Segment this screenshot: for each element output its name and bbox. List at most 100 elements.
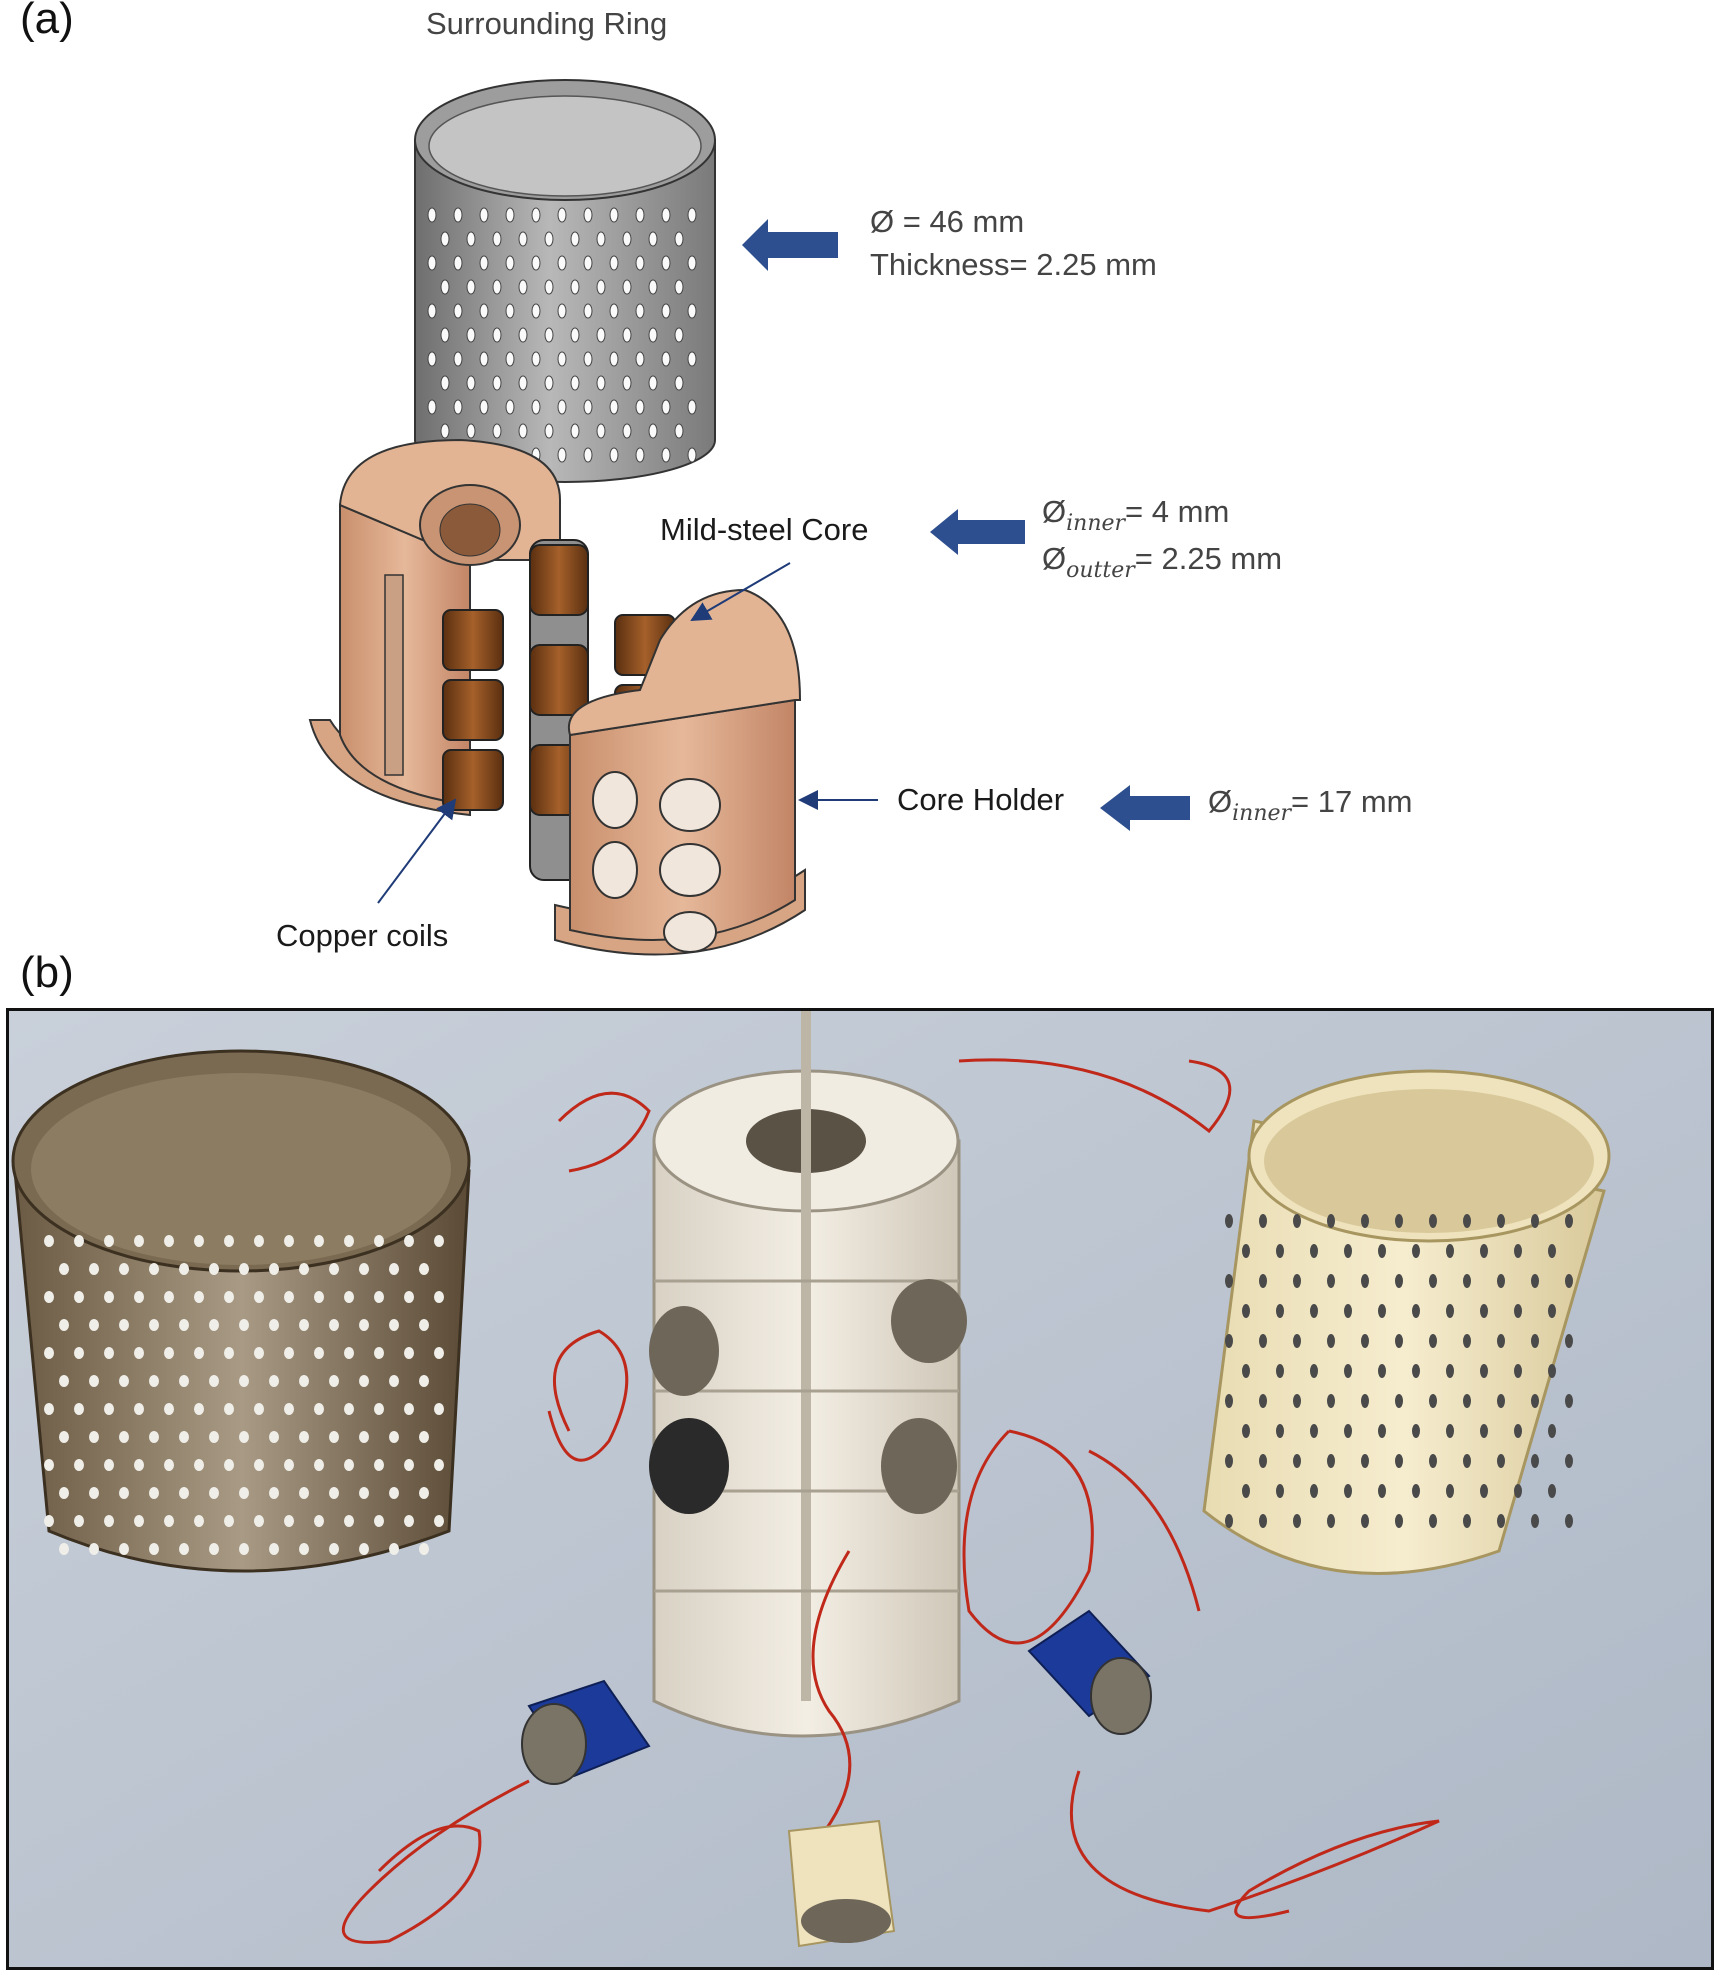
ring-perforation (453, 399, 463, 415)
metal-ring-perforation (74, 1403, 84, 1415)
ring-perforation (453, 207, 463, 223)
plastic-ring-perforation (1497, 1334, 1505, 1348)
metal-ring-perforation (179, 1319, 189, 1331)
surrounding-ring-label: Surrounding Ring (426, 6, 668, 41)
plastic-ring-perforation (1344, 1424, 1352, 1438)
ring-perforation (635, 399, 645, 415)
ring-dimensions: Ø = 46 mm Thickness= 2.25 mm (870, 200, 1157, 286)
plastic-ring-perforation (1497, 1454, 1505, 1468)
metal-ring-perforation (389, 1375, 399, 1387)
ring-perforation (544, 327, 554, 343)
plastic-ring-perforation (1276, 1364, 1284, 1378)
metal-ring-perforation (209, 1487, 219, 1499)
ring-perforation (505, 399, 515, 415)
plastic-ring-perforation (1395, 1334, 1403, 1348)
ring-perforation (427, 255, 437, 271)
plastic-ring-perforation (1361, 1274, 1369, 1288)
ring-perforation (622, 231, 632, 247)
plastic-ring-perforation (1378, 1484, 1386, 1498)
metal-ring-perforation (269, 1375, 279, 1387)
ring-perforation (570, 231, 580, 247)
ring-perforation (544, 375, 554, 391)
ring-perforation (479, 399, 489, 415)
plastic-ring-perforation (1531, 1394, 1539, 1408)
plastic-ring-perforation (1395, 1274, 1403, 1288)
ring-perforation (648, 231, 658, 247)
metal-ring-perforation (434, 1515, 444, 1527)
plastic-ring-perforation (1480, 1484, 1488, 1498)
ring-perforation (505, 351, 515, 367)
ring-perforation (531, 399, 541, 415)
plastic-ring-perforation (1480, 1244, 1488, 1258)
plastic-ring-perforation (1429, 1454, 1437, 1468)
metal-ring-perforation (44, 1459, 54, 1471)
metal-ring-perforation (344, 1459, 354, 1471)
ring-perforation (648, 375, 658, 391)
ring-perforation (583, 255, 593, 271)
metal-ring-perforation (89, 1263, 99, 1275)
metal-ring-perforation (284, 1291, 294, 1303)
plastic-ring-perforation (1225, 1514, 1233, 1528)
plastic-ring-perforation (1276, 1424, 1284, 1438)
core-holder-right-half (554, 588, 806, 956)
ring-perforation (518, 375, 528, 391)
metal-ring-perforation (299, 1375, 309, 1387)
ring-perforation (583, 207, 593, 223)
metal-ring-perforation (419, 1431, 429, 1443)
plastic-ring-perforation (1429, 1334, 1437, 1348)
ring-perforation (440, 423, 450, 439)
metal-ring-perforation (344, 1235, 354, 1247)
ring-perforation (674, 423, 684, 439)
metal-ring-perforation (134, 1347, 144, 1359)
metal-ring-perforation (59, 1487, 69, 1499)
ring-perforation (518, 279, 528, 295)
ring-perforation (687, 255, 697, 271)
metal-ring-perforation (374, 1459, 384, 1471)
metal-ring-perforation (374, 1347, 384, 1359)
metal-ring-perforation (119, 1487, 129, 1499)
plastic-ring-perforation (1497, 1214, 1505, 1228)
metal-ring-perforation (299, 1263, 309, 1275)
ring-perforation (635, 303, 645, 319)
plastic-ring-perforation (1344, 1484, 1352, 1498)
plastic-ring-perforation (1548, 1364, 1556, 1378)
plastic-ring-perforation (1463, 1394, 1471, 1408)
metal-ring-perforation (404, 1235, 414, 1247)
metal-ring-perforation (284, 1347, 294, 1359)
metal-ring-perforation (389, 1543, 399, 1555)
blue-coil-left-photo (521, 1679, 651, 1785)
metal-ring-perforation (179, 1431, 189, 1443)
ring-perforation (440, 279, 450, 295)
metal-ring-perforation (404, 1347, 414, 1359)
copper-coil-stack-left (442, 609, 504, 811)
ring-perforation (687, 303, 697, 319)
plastic-ring-perforation (1565, 1514, 1573, 1528)
plastic-ring-perforation (1565, 1454, 1573, 1468)
copper-wires-photo (341, 1058, 1440, 1944)
plastic-ring-perforation (1463, 1454, 1471, 1468)
plastic-ring-perforation (1242, 1484, 1250, 1498)
plastic-ring-perforation (1242, 1364, 1250, 1378)
ring-dimension-arrow (742, 219, 838, 271)
plastic-ring-perforation (1344, 1364, 1352, 1378)
metal-ring-perforation (104, 1515, 114, 1527)
metal-ring-perforation (299, 1431, 309, 1443)
metal-ring-perforation (329, 1375, 339, 1387)
metal-ring-perforation (74, 1515, 84, 1527)
plastic-ring-perforation (1565, 1274, 1573, 1288)
plastic-ring-perforation (1225, 1394, 1233, 1408)
metal-ring-perforation (59, 1375, 69, 1387)
ring-perforation (518, 327, 528, 343)
plastic-ring-perforation (1259, 1214, 1267, 1228)
plastic-ring-perforation (1361, 1394, 1369, 1408)
plastic-ring-perforation (1310, 1364, 1318, 1378)
plastic-ring-perforation (1514, 1304, 1522, 1318)
plastic-ring-perforation (1327, 1454, 1335, 1468)
plastic-ring-perforation (1531, 1454, 1539, 1468)
ring-perforation (466, 231, 476, 247)
ring-perforation (661, 447, 671, 463)
metal-ring-perforation (104, 1347, 114, 1359)
panel-label-a: (a) (20, 0, 74, 43)
ring-perforation (466, 375, 476, 391)
ring-perforation (635, 351, 645, 367)
